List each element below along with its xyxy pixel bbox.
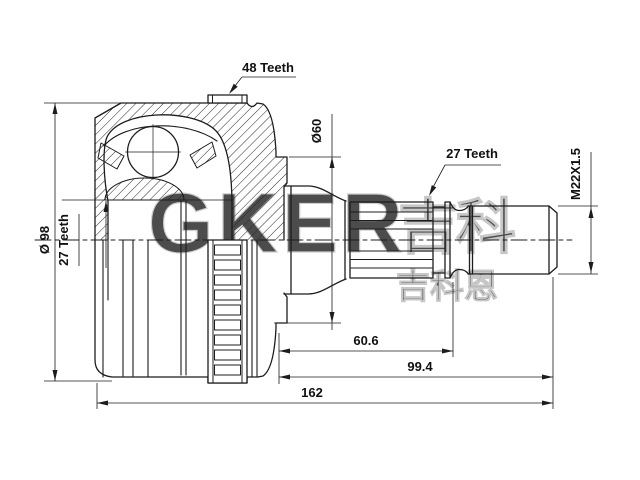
ball-cavity-outline <box>103 114 233 241</box>
housing-section-hatch <box>95 103 287 240</box>
thread-relief-groove <box>449 201 469 279</box>
dim-label-162: 162 <box>301 385 323 400</box>
tone-ring-section <box>207 94 248 104</box>
watermark-subtext: 吉科恩 <box>396 268 498 306</box>
dim-label-dia98: Ø 98 <box>37 226 52 254</box>
leader-48-teeth <box>230 76 296 92</box>
part-geometry <box>34 94 573 384</box>
dimension-annotations <box>44 76 598 409</box>
housing-contour-lines <box>102 239 258 378</box>
label-27-teeth-shaft: 27 Teeth <box>446 146 498 161</box>
dim-label-dia60: Ø60 <box>309 119 324 144</box>
bore-lines <box>180 200 187 376</box>
cage-wedge-right <box>189 141 217 169</box>
housing-outline-upper <box>94 102 288 241</box>
dimension-labels: Ø 98 27 Teeth 48 Teeth Ø60 27 Teeth M22X… <box>37 60 583 400</box>
ball-crosshair <box>125 124 181 180</box>
inner-race-section <box>104 177 185 201</box>
leader-27-teeth-shaft <box>430 164 501 192</box>
dim-line-27teeth-inner <box>78 201 107 268</box>
dim-label-99-4: 99.4 <box>407 359 433 374</box>
label-48-teeth: 48 Teeth <box>242 60 294 75</box>
tone-ring-band <box>207 239 248 384</box>
tone-ring-ticks <box>212 94 243 104</box>
extension-lines <box>44 102 598 409</box>
cage-arc <box>103 125 218 147</box>
cage-wedge-left <box>97 142 125 170</box>
shaft-spline-lines <box>350 211 433 269</box>
watermark-logo-glyphs: 吉科 <box>398 194 515 261</box>
label-27-teeth-inner: 27 Teeth <box>56 214 71 266</box>
dim-label-thread: M22X1.5 <box>568 148 583 200</box>
dim-label-60-6: 60.6 <box>353 333 378 348</box>
dimension-arrows <box>52 83 594 406</box>
